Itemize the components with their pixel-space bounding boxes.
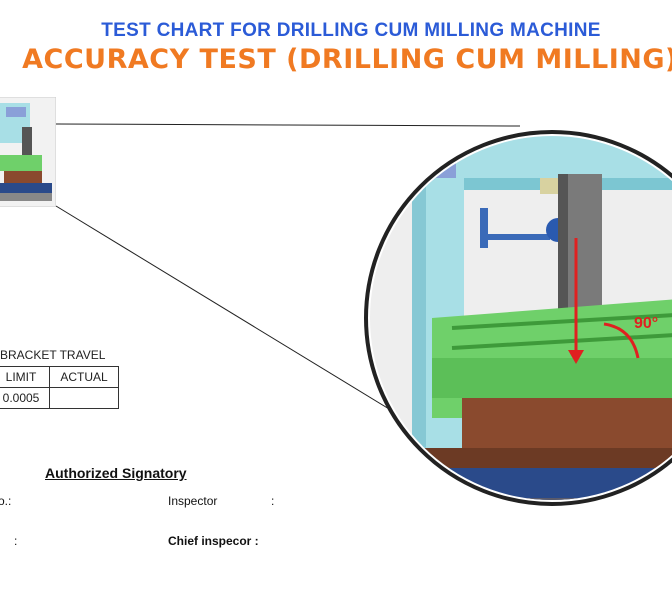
test-subtitle: ACCURACY TEST (DRILLING CUM MILLING) xyxy=(22,44,672,75)
inspector-colon: : xyxy=(271,494,275,508)
machine-thumbnail xyxy=(0,97,56,207)
chart-title: TEST CHART FOR DRILLING CUM MILLING MACH… xyxy=(101,20,601,41)
no-label: o.: xyxy=(0,494,12,508)
table-caption: BRACKET TRAVEL xyxy=(0,348,106,362)
chief-inspector-label: Chief inspecor : xyxy=(168,534,259,548)
angle-label: 90° xyxy=(634,315,658,332)
left-colon: : xyxy=(14,534,18,548)
inspector-label: Inspector xyxy=(168,494,218,508)
actual-value[interactable] xyxy=(49,387,119,409)
test-table: LIMIT ACTUAL 0.0005 xyxy=(0,366,119,409)
table-header-row: LIMIT ACTUAL xyxy=(0,366,119,388)
limit-value: 0.0005 xyxy=(0,387,50,409)
table-row: 0.0005 xyxy=(0,387,119,409)
authorized-signatory-heading: Authorized Signatory xyxy=(45,465,187,481)
column-header-limit: LIMIT xyxy=(0,366,50,388)
zoomed-machine-diagram: 90° xyxy=(364,130,672,506)
column-header-actual: ACTUAL xyxy=(49,366,119,388)
